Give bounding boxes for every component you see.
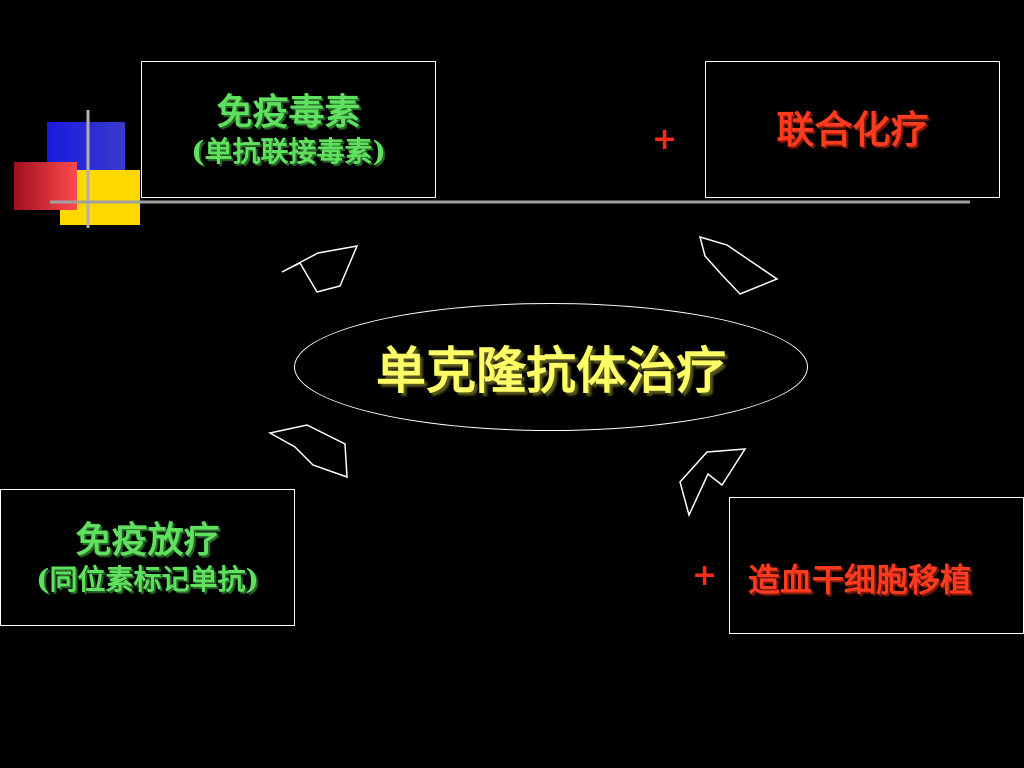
immunotoxin-box: 免疫毒素 (单抗联接毒素) bbox=[141, 61, 436, 198]
radioimmunotherapy-subtitle: (同位素标记单抗) bbox=[36, 562, 259, 596]
combined-chemotherapy-box: 联合化疗 bbox=[705, 61, 1000, 198]
stem-cell-transplant-box: 造血干细胞移植 bbox=[729, 497, 1024, 634]
arrow-to-bottom-right bbox=[679, 448, 747, 518]
immunotoxin-title: 免疫毒素 bbox=[216, 90, 361, 133]
arrow-to-bottom-left bbox=[267, 424, 348, 479]
center-title: 单克隆抗体治疗 bbox=[376, 341, 726, 400]
center-oval: 单克隆抗体治疗 bbox=[294, 303, 808, 431]
arrow-to-top-right bbox=[698, 235, 779, 295]
radioimmunotherapy-box: 免疫放疗 (同位素标记单抗) bbox=[0, 489, 295, 626]
radioimmunotherapy-title: 免疫放疗 bbox=[75, 518, 220, 561]
combined-chemotherapy-title: 联合化疗 bbox=[776, 106, 929, 152]
arrow-to-top-left bbox=[281, 245, 359, 293]
plus-sign-top: + bbox=[652, 122, 678, 157]
stem-cell-transplant-title: 造血干细胞移植 bbox=[748, 560, 973, 599]
immunotoxin-subtitle: (单抗联接毒素) bbox=[191, 134, 386, 168]
plus-sign-bottom: + bbox=[692, 558, 718, 593]
